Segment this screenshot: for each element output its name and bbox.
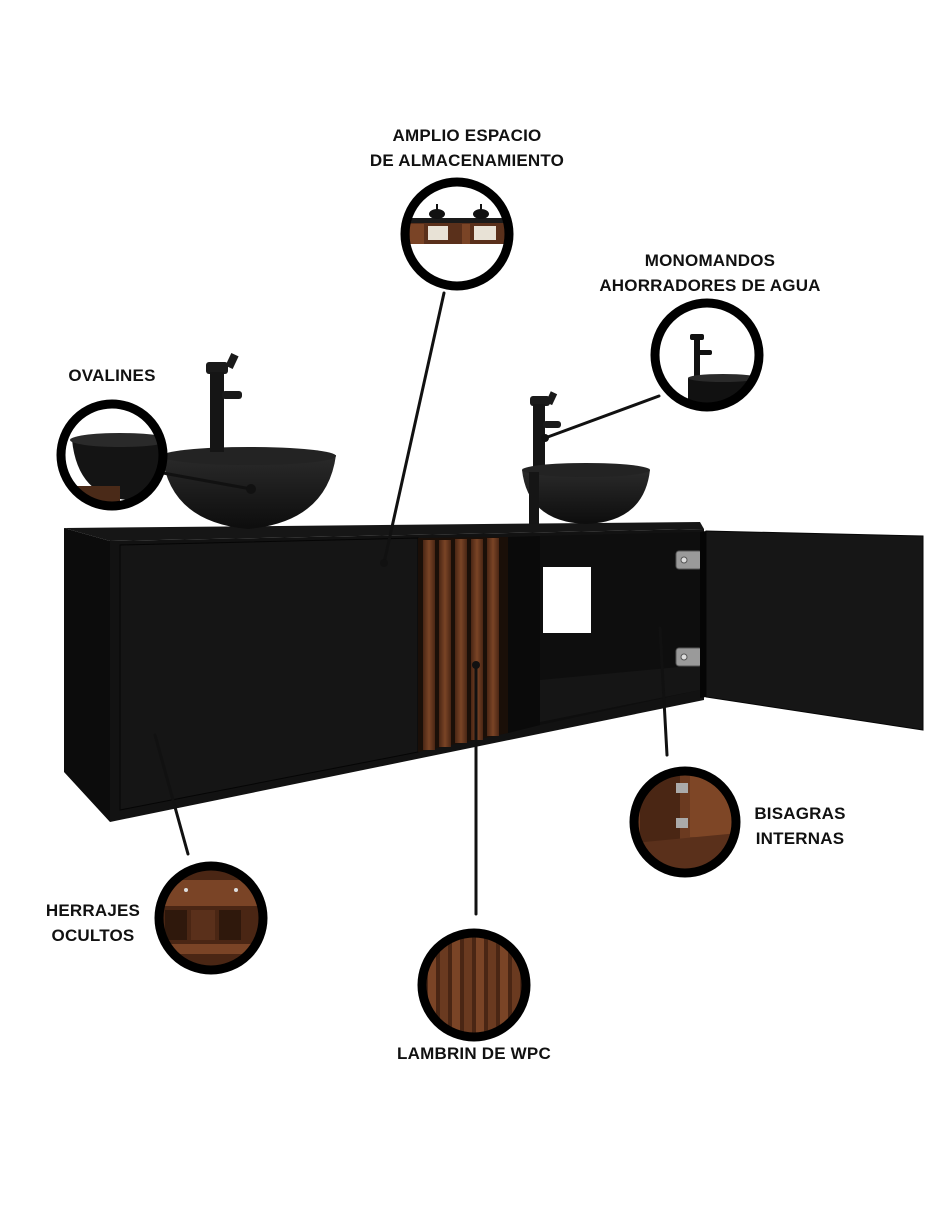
storage-leader	[382, 291, 446, 565]
panel-label: LAMBRIN DE WPC	[364, 1041, 584, 1066]
faucets-label: MONOMANDOS AHORRADORES DE AGUA	[572, 248, 848, 298]
inner-shelf	[540, 665, 700, 722]
hardware-label-line2: OCULTOS	[51, 926, 135, 945]
hinges-label-line2: INTERNAS	[755, 829, 845, 848]
hinge-leader	[658, 626, 669, 757]
callout-dots	[246, 434, 549, 669]
circle-callout-basin	[56, 399, 168, 511]
wpc-slats	[423, 538, 499, 750]
hardware-leader	[153, 733, 190, 856]
cabinet-top	[64, 522, 704, 541]
circle-callout-faucet	[650, 298, 764, 412]
panel-label-line1: LAMBRIN DE WPC	[397, 1044, 551, 1063]
basin-leader	[161, 471, 253, 491]
compartment-opening	[543, 567, 591, 633]
circle-callout-panel	[417, 928, 531, 1042]
right-basin	[522, 463, 650, 524]
faucets-label-line2: AHORRADORES DE AGUA	[599, 276, 821, 295]
hinge-top	[675, 550, 703, 570]
basins-label: OVALINES	[52, 363, 172, 388]
hardware-label: HERRAJES OCULTOS	[34, 898, 152, 948]
callout-lines	[153, 291, 669, 916]
right-drain-pipe	[529, 472, 539, 524]
circle-callout-storage	[400, 177, 514, 291]
storage-label-line2: DE ALMACENAMIENTO	[369, 151, 565, 170]
storage-label: AMPLIO ESPACIO DE ALMACENAMIENTO	[335, 123, 599, 173]
left-faucet	[206, 352, 242, 452]
faucet-leader	[543, 394, 661, 440]
hinges-label-line1: BISAGRAS	[754, 804, 846, 823]
basins-label-line1: OVALINES	[68, 366, 156, 385]
circle-callout-hinge	[629, 766, 741, 878]
open-compartment	[508, 536, 540, 733]
circle-callout-hardware	[154, 861, 268, 975]
faucets-label-line1: MONOMANDOS	[644, 251, 776, 270]
storage-label-line1: AMPLIO ESPACIO	[392, 126, 542, 145]
cabinet-left-side	[64, 528, 110, 822]
vanity-cabinet	[64, 522, 924, 822]
hinges-label: BISAGRAS INTERNAS	[740, 801, 860, 851]
hardware-label-line1: HERRAJES	[45, 901, 141, 920]
hinge-bottom	[675, 647, 703, 667]
cabinet-right-door-open	[705, 530, 924, 731]
right-faucet	[530, 391, 561, 472]
door-edge	[700, 531, 706, 698]
